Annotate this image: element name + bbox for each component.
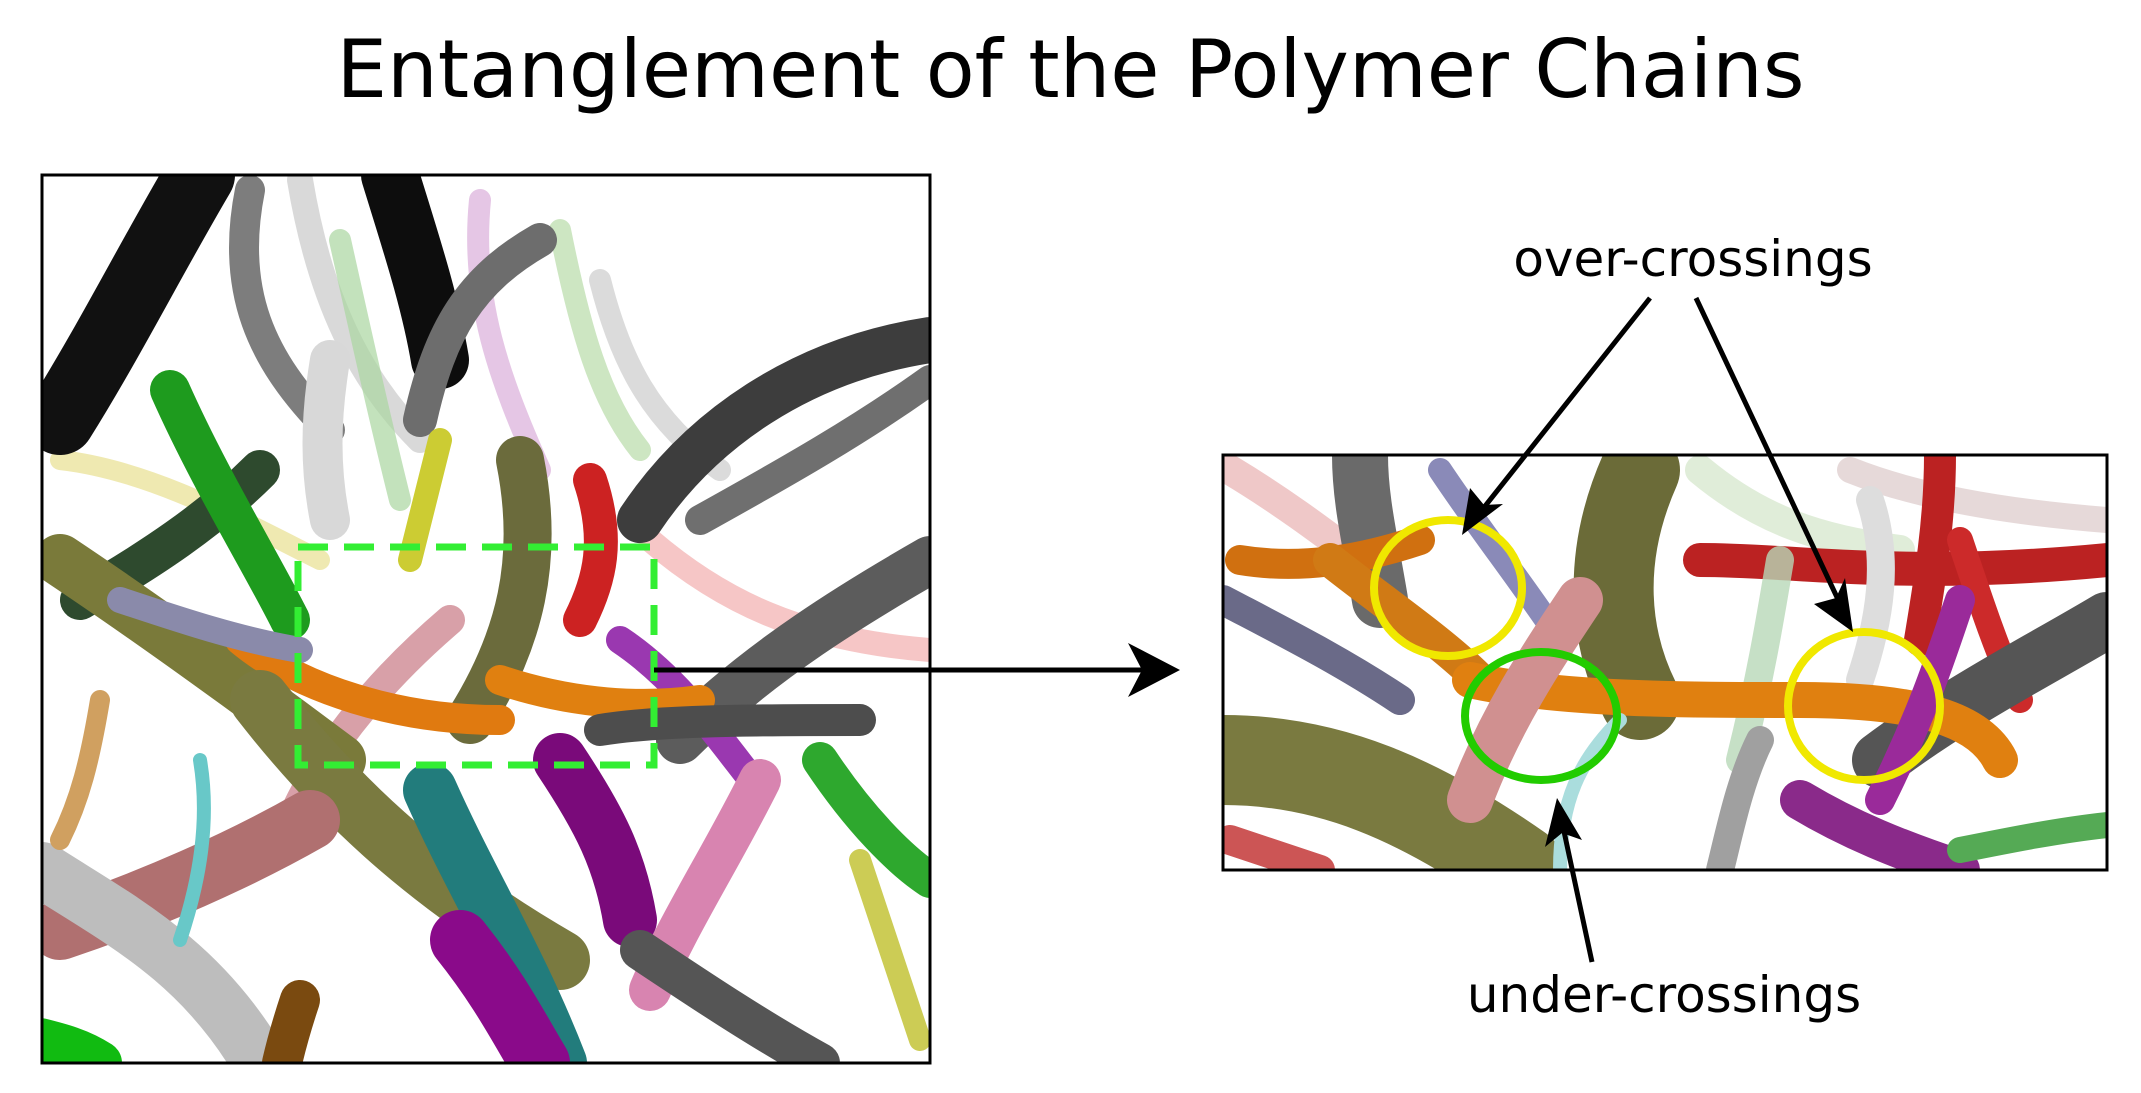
- over-crossing-circle-1: [1370, 516, 1526, 660]
- figure-title: Entanglement of the Polymer Chains: [336, 23, 1805, 116]
- over-crossing-arrow-1: [1476, 296, 1652, 517]
- zoom-region-box: [294, 543, 658, 769]
- overview-frame: [40, 173, 932, 1065]
- under-crossing-arrow: [1559, 821, 1595, 963]
- over-crossing-circle-2: [1784, 628, 1944, 784]
- zoom-connector-arrowhead: [1128, 643, 1180, 697]
- over-crossing-arrowhead-2: [1814, 578, 1853, 632]
- zoom-frame: [1221, 453, 2109, 872]
- polymer-zoom-image: [1223, 455, 2107, 870]
- under-crossing-circle: [1461, 648, 1621, 784]
- over-crossing-arrow-2: [1693, 296, 1846, 612]
- under-crossing-arrowhead: [1545, 798, 1582, 847]
- under-crossings-label: under-crossings: [1467, 966, 1861, 1024]
- over-crossing-arrowhead-1: [1462, 488, 1503, 535]
- over-crossings-label: over-crossings: [1513, 230, 1872, 288]
- polymer-overview-image: [42, 175, 930, 1063]
